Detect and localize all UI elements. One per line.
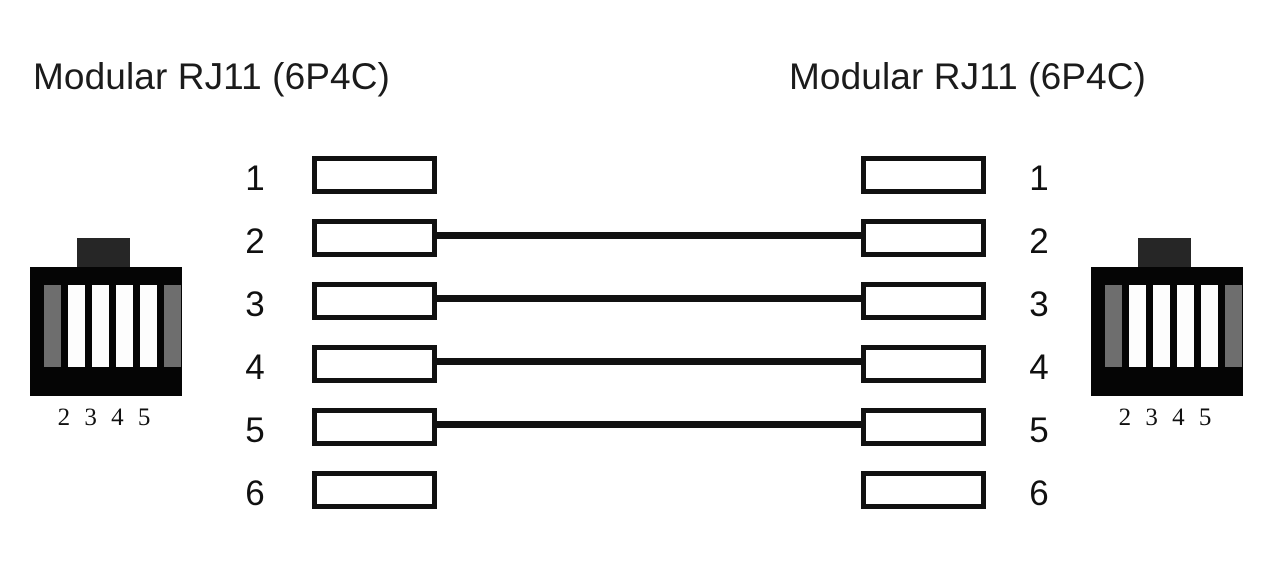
connector-pin-labels: 2 3 4 5 [57,404,155,431]
connector-pin-slot-6 [1225,285,1242,367]
wire-pin-5-to-5 [433,421,865,428]
right-pin-number-5: 5 [1029,411,1049,450]
wire-pin-3-to-3 [433,295,865,302]
left-pin-number-6: 6 [245,474,265,513]
right-rj11-connector-illustration: 2 3 4 5 [1081,238,1253,431]
left-pin-number-5: 5 [245,411,265,450]
left-pin-number-4: 4 [245,348,265,387]
connector-pin-labels: 2 3 4 5 [1118,404,1216,431]
wire-pin-4-to-4 [433,358,865,365]
right-pin-box-2 [861,219,986,257]
right-pin-box-4 [861,345,986,383]
wire-pin-2-to-2 [433,232,865,239]
right-pin-box-5 [861,408,986,446]
connector-pin-slot-5 [140,285,157,367]
connector-pin-slot-5 [1201,285,1218,367]
connector-pin-slot-2 [1129,285,1146,367]
right-pin-number-3: 3 [1029,285,1049,324]
connector-pin-slot-1 [1105,285,1122,367]
connector-latch-tab [77,238,130,269]
connector-latch-tab [1138,238,1191,269]
left-pin-box-4 [312,345,437,383]
connector-pin-slot-4 [1177,285,1194,367]
left-pin-number-1: 1 [245,159,265,198]
left-pin-number-2: 2 [245,222,265,261]
left-pin-box-3 [312,282,437,320]
right-pin-number-2: 2 [1029,222,1049,261]
right-connector-title: Modular RJ11 (6P4C) [789,56,1146,97]
left-pin-number-3: 3 [245,285,265,324]
right-pin-box-6 [861,471,986,509]
left-pin-box-5 [312,408,437,446]
right-pin-number-4: 4 [1029,348,1049,387]
connector-pin-slot-3 [1153,285,1170,367]
right-pin-box-1 [861,156,986,194]
connector-pin-slot-4 [116,285,133,367]
connector-pin-slot-3 [92,285,109,367]
left-rj11-connector-illustration: 2 3 4 5 [20,238,192,431]
right-pin-number-1: 1 [1029,159,1049,198]
left-pin-box-6 [312,471,437,509]
connector-pin-slot-6 [164,285,181,367]
connector-pin-slot-2 [68,285,85,367]
connector-pin-slot-1 [44,285,61,367]
left-connector-title: Modular RJ11 (6P4C) [33,56,390,97]
right-pin-box-3 [861,282,986,320]
left-pin-box-1 [312,156,437,194]
left-pin-box-2 [312,219,437,257]
right-pin-number-6: 6 [1029,474,1049,513]
